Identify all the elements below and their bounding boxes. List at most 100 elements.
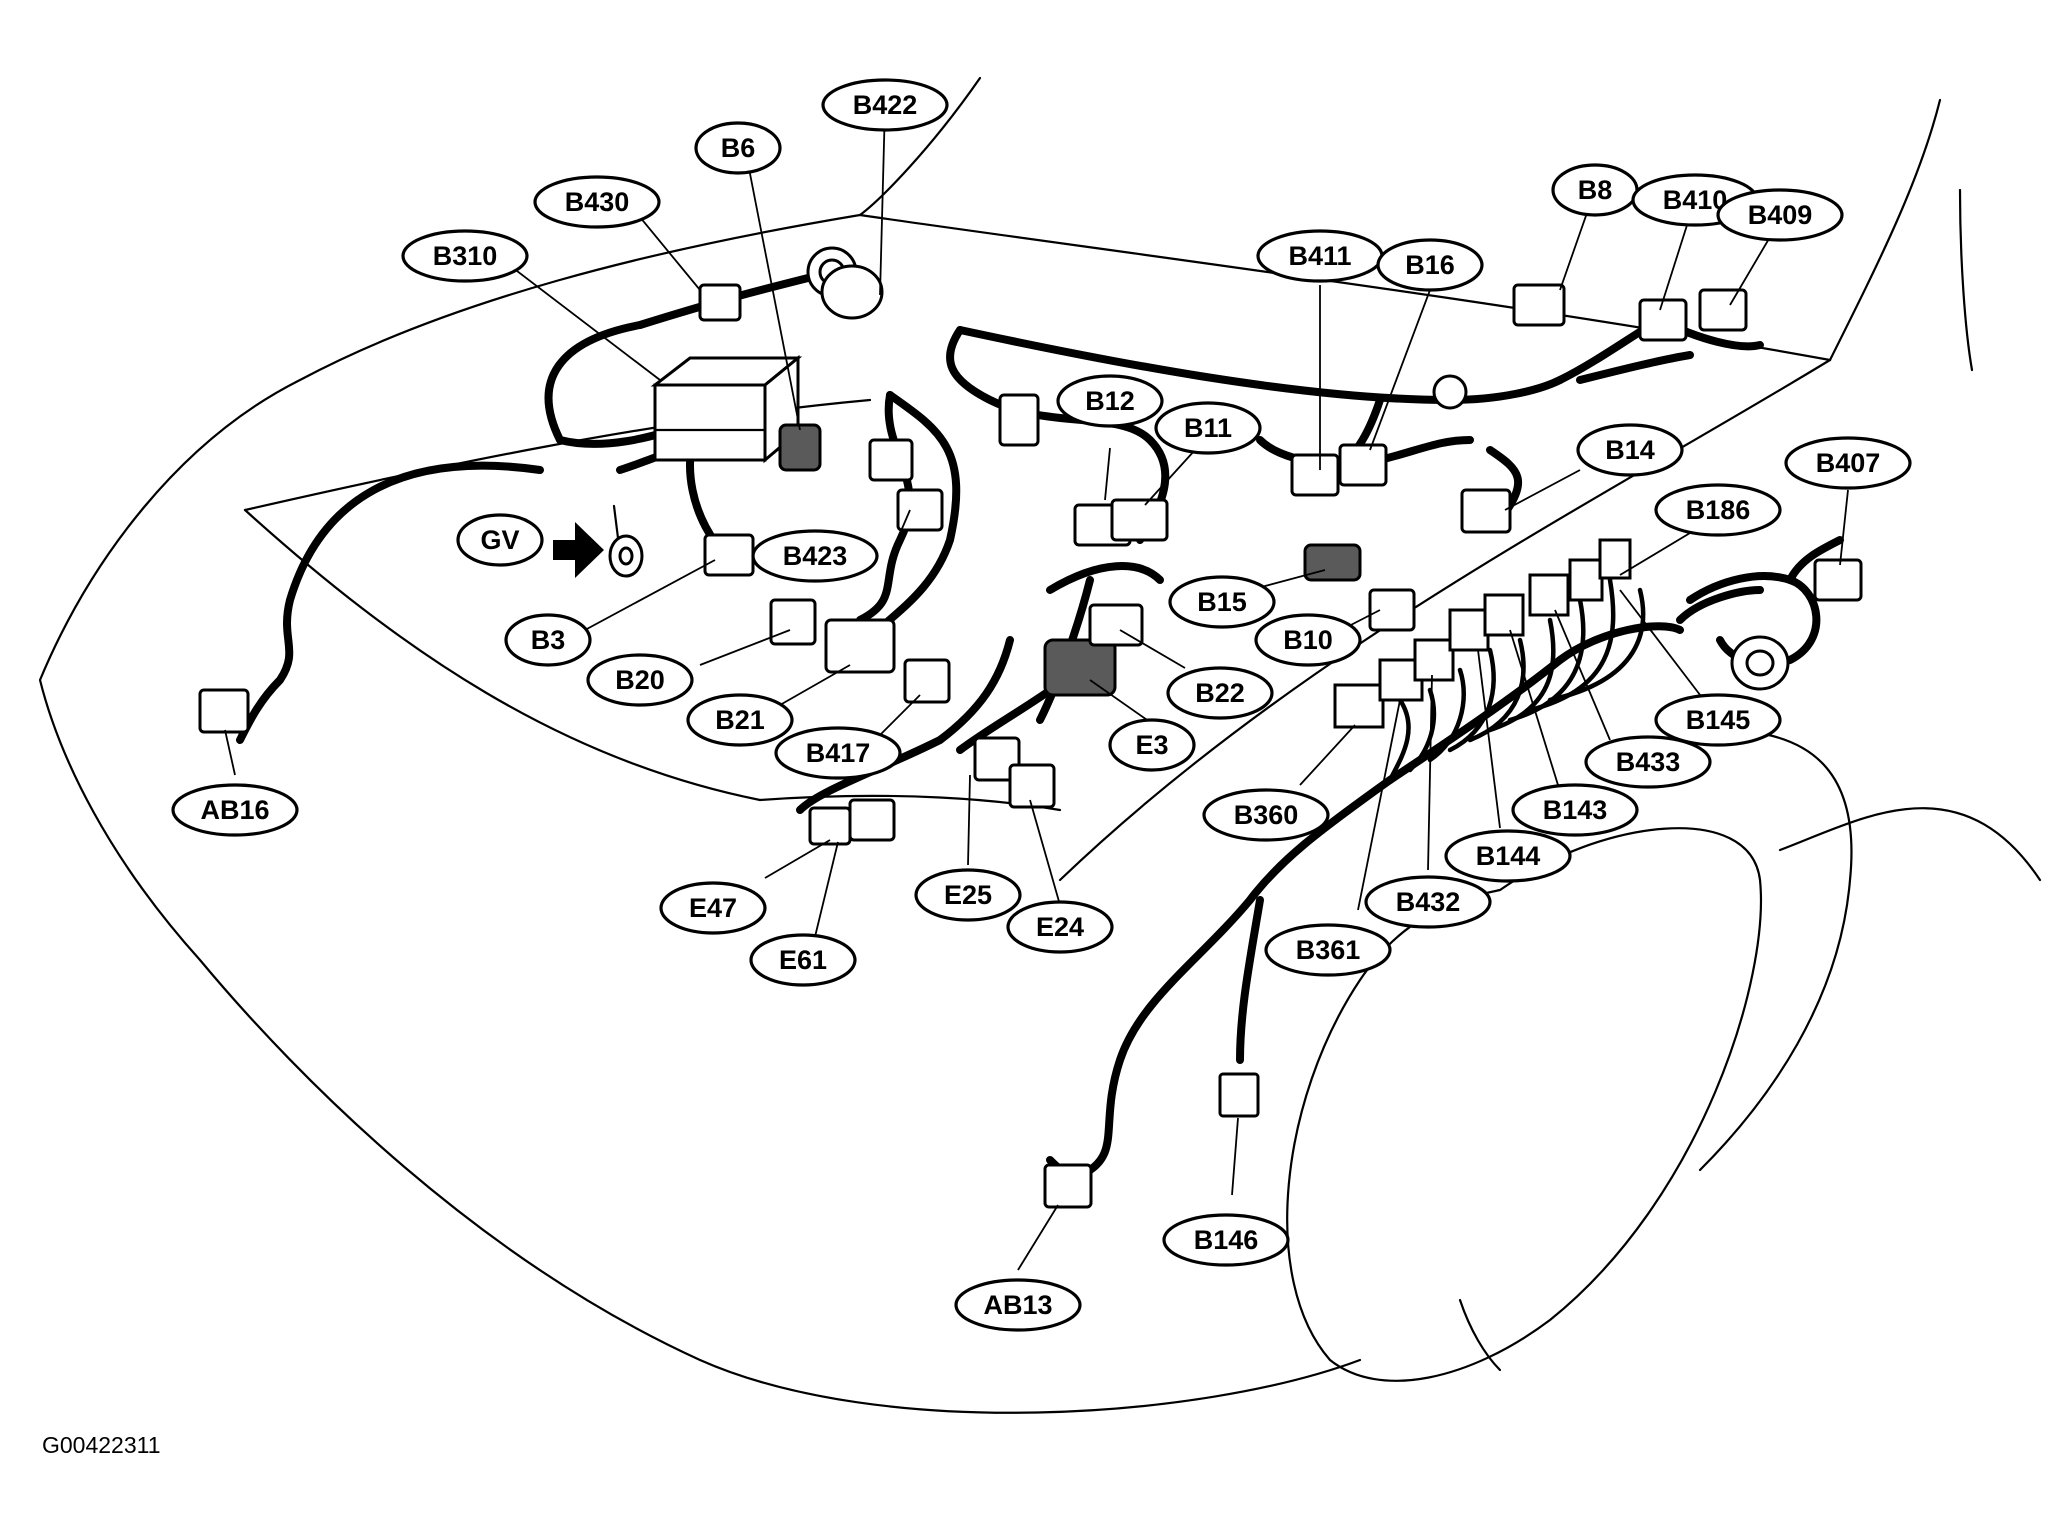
callout-b21: B21 <box>686 693 794 747</box>
callout-bubble <box>456 513 544 567</box>
callout-e47: E47 <box>659 881 767 935</box>
ground-eyelet-GV <box>553 504 644 578</box>
callout-ab16: AB16 <box>171 783 299 837</box>
callout-label: E61 <box>779 945 827 975</box>
callout-label: E3 <box>1135 730 1168 760</box>
relay-box-B310 <box>650 354 803 464</box>
callout-label: B143 <box>1543 795 1608 825</box>
callout-label: E47 <box>689 893 737 923</box>
callout-label: B433 <box>1616 747 1681 777</box>
callout-b432: B432 <box>1364 875 1492 929</box>
callout-bubble <box>171 783 299 837</box>
callout-b411: B411 <box>1256 229 1384 283</box>
callout-e24: E24 <box>1006 900 1114 954</box>
callout-ab13: AB13 <box>954 1278 1082 1332</box>
callout-label: B146 <box>1194 1225 1259 1255</box>
callout-gv: GV <box>456 513 544 567</box>
callout-bubble <box>1584 735 1712 789</box>
callout-b423: B423 <box>751 529 879 583</box>
connectors <box>198 246 1863 1209</box>
callout-label: B410 <box>1663 185 1728 215</box>
callout-label: B10 <box>1283 625 1333 655</box>
callout-label: B417 <box>806 738 871 768</box>
callout-label: AB13 <box>983 1290 1052 1320</box>
callout-bubble <box>694 121 782 175</box>
callout-bubble <box>751 529 879 583</box>
callout-bubble <box>659 881 767 935</box>
callout-bubble <box>1006 900 1114 954</box>
callout-b16: B16 <box>1376 238 1484 292</box>
callout-bubble <box>821 78 949 132</box>
callout-b361: B361 <box>1264 923 1392 977</box>
callout-bubble <box>1056 374 1164 428</box>
callout-label: B20 <box>615 665 665 695</box>
callout-bubble <box>914 868 1022 922</box>
callout-label: E25 <box>944 880 992 910</box>
callout-b14: B14 <box>1576 423 1684 477</box>
callout-bubble <box>1376 238 1484 292</box>
main-harness-wiring <box>236 271 1844 1179</box>
callout-bubble <box>1168 575 1276 629</box>
callout-bubble <box>1511 783 1639 837</box>
callout-b20: B20 <box>586 653 694 707</box>
callout-b422: B422 <box>821 78 949 132</box>
callout-b11: B11 <box>1154 401 1262 455</box>
callout-e3: E3 <box>1108 718 1196 772</box>
callout-bubble <box>586 653 694 707</box>
callout-b407: B407 <box>1784 436 1912 490</box>
callout-label: B361 <box>1296 935 1361 965</box>
callout-b8: B8 <box>1551 163 1639 217</box>
callout-b10: B10 <box>1254 613 1362 667</box>
callout-bubble <box>1364 875 1492 929</box>
callout-bubble <box>1576 423 1684 477</box>
callout-label: B411 <box>1288 241 1351 271</box>
callout-b143: B143 <box>1511 783 1639 837</box>
callout-b12: B12 <box>1056 374 1164 428</box>
callout-bubble <box>1154 401 1262 455</box>
callout-bubble <box>504 613 592 667</box>
callout-bubble <box>1202 788 1330 842</box>
callout-e25: E25 <box>914 868 1022 922</box>
callout-label: B8 <box>1578 175 1613 205</box>
vehicle-body-outline <box>38 76 2042 1414</box>
callout-label: B423 <box>783 541 848 571</box>
callout-bubble <box>1264 923 1392 977</box>
fuse-block-wires <box>1387 577 1646 783</box>
callout-label: B22 <box>1195 678 1245 708</box>
callout-bubble <box>1166 666 1274 720</box>
callout-b360: B360 <box>1202 788 1330 842</box>
callout-label: B6 <box>721 133 756 163</box>
callout-label: B144 <box>1476 841 1541 871</box>
callout-label: B430 <box>565 187 630 217</box>
callout-b433: B433 <box>1584 735 1712 789</box>
callout-bubble <box>749 933 857 987</box>
callout-label: B310 <box>433 241 498 271</box>
callout-label: B16 <box>1405 250 1455 280</box>
callout-bubble <box>1784 436 1912 490</box>
callout-label: GV <box>480 525 519 555</box>
callout-bubble <box>533 175 661 229</box>
callout-label: B21 <box>715 705 765 735</box>
callout-bubble <box>1162 1213 1290 1267</box>
callout-label: B422 <box>853 90 918 120</box>
callout-b145: B145 <box>1654 693 1782 747</box>
callout-bubble <box>1716 188 1844 242</box>
callout-label: B14 <box>1605 435 1655 465</box>
callout-bubble <box>1108 718 1196 772</box>
callout-bubble <box>1254 613 1362 667</box>
callout-e61: E61 <box>749 933 857 987</box>
callout-b22: B22 <box>1166 666 1274 720</box>
callout-b6: B6 <box>694 121 782 175</box>
fuse-block-relays <box>1333 538 1632 729</box>
callout-b15: B15 <box>1168 575 1276 629</box>
callout-b3: B3 <box>504 613 592 667</box>
callout-b144: B144 <box>1444 829 1572 883</box>
callout-b409: B409 <box>1716 188 1844 242</box>
callout-label: B360 <box>1234 800 1299 830</box>
callout-b430: B430 <box>533 175 661 229</box>
callout-b186: B186 <box>1654 483 1782 537</box>
callout-bubble <box>401 229 529 283</box>
figure-id: G00422311 <box>42 1432 161 1458</box>
